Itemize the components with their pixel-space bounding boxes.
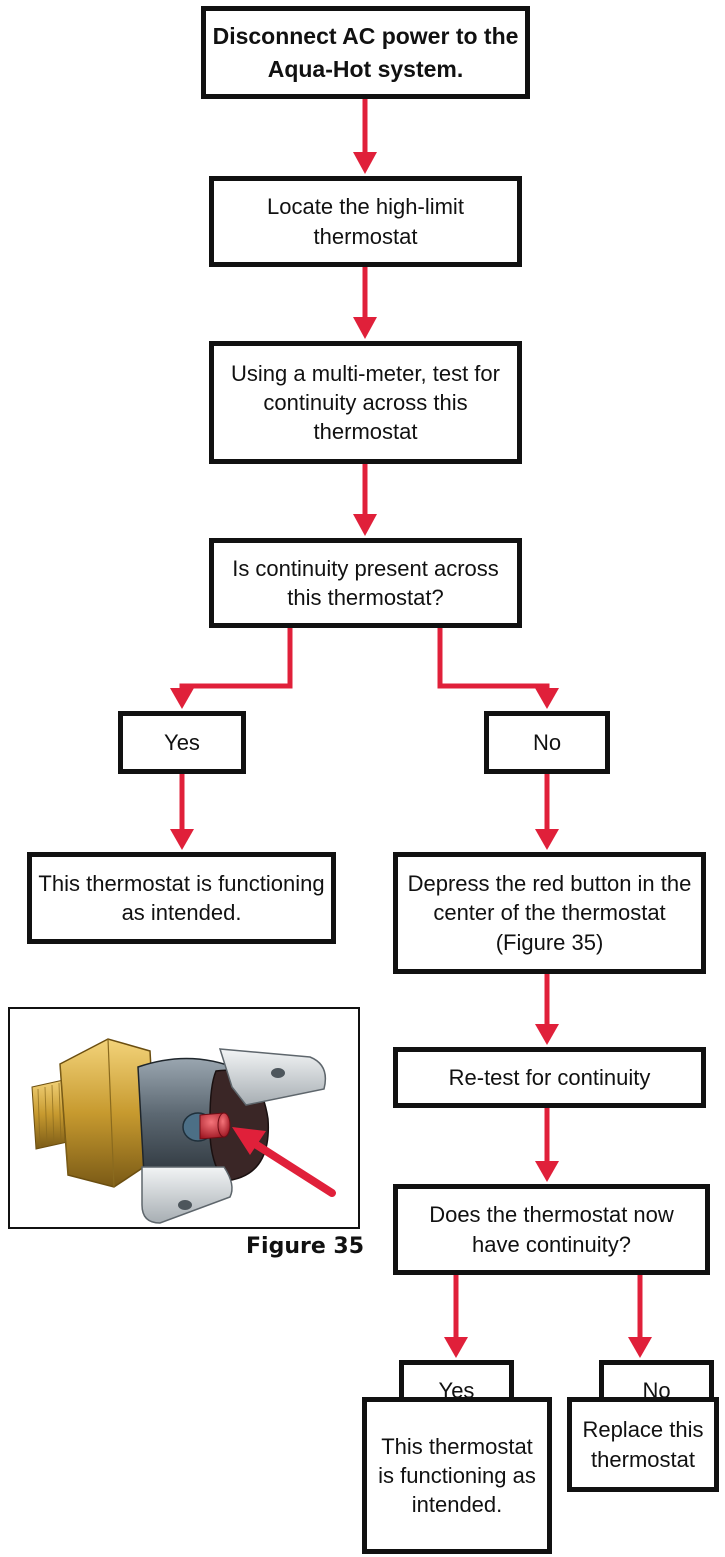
thermostat-photo-icon [31, 1038, 336, 1224]
decision-continuity-present: Is continuity present across this thermo… [209, 538, 522, 628]
figure-caption: Figure 35 [246, 1234, 365, 1259]
arrowhead-retest [535, 1024, 559, 1045]
arrow-question1-to-yes [179, 628, 293, 697]
step-depress-red-button: Depress the red button in the center of … [393, 852, 706, 974]
result-functioning-1: This thermostat is functioning as intend… [27, 852, 336, 944]
step-test-continuity: Using a multi-meter, test for continuity… [209, 341, 522, 464]
step-depress-red-button-label: Depress the red button in the center of … [407, 871, 692, 955]
arrow-question1-to-no [437, 628, 550, 697]
result-functioning-1-label: This thermostat is functioning as intend… [38, 870, 325, 925]
result-replace-thermostat: Replace this thermostat [567, 1397, 719, 1492]
thread-lines [37, 1082, 62, 1148]
arrowhead-yes [170, 688, 194, 709]
step-retest-continuity: Re-test for continuity [393, 1047, 706, 1108]
result-functioning-2-label: This thermostat is functioning as intend… [378, 1433, 536, 1518]
pointer-arrow [248, 1138, 336, 1197]
step-disconnect-power: Disconnect AC power to the Aqua-Hot syst… [201, 6, 530, 99]
arrowhead-depress [535, 829, 559, 850]
arrowhead-step3 [353, 317, 377, 339]
result-replace-thermostat-label: Replace this thermostat [582, 1417, 704, 1472]
answer-no-1: No [484, 711, 610, 774]
step-retest-continuity-label: Re-test for continuity [448, 1064, 651, 1090]
step-locate-thermostat-label: Locate the high-limit thermostat [267, 194, 464, 249]
step-test-continuity-label: Using a multi-meter, test for continuity… [231, 360, 500, 445]
result-functioning-2: This thermostat is functioning as intend… [362, 1397, 552, 1554]
arrowhead-yes2 [444, 1337, 468, 1358]
answer-no-1-label: No [532, 729, 562, 755]
arrowhead-no [535, 688, 559, 709]
terminal-tab-upper [218, 1048, 327, 1106]
decision-continuity-now: Does the thermostat now have continuity? [393, 1184, 710, 1275]
answer-yes-1: Yes [118, 711, 246, 774]
step-disconnect-power-label: Disconnect AC power to the Aqua-Hot syst… [212, 23, 519, 82]
arrowhead-yes-result [170, 829, 194, 850]
answer-yes-1-label: Yes [164, 729, 200, 755]
figure-35-frame [8, 1007, 360, 1229]
decision-continuity-now-label: Does the thermostat now have continuity? [429, 1202, 674, 1257]
terminal-tab-lower [141, 1166, 233, 1224]
arrowhead-no2 [628, 1337, 652, 1358]
decision-continuity-present-label: Is continuity present across this thermo… [232, 555, 499, 610]
step-locate-thermostat: Locate the high-limit thermostat [209, 176, 522, 267]
pointer-arrowhead [232, 1127, 266, 1155]
arrowhead-question2 [535, 1161, 559, 1182]
arrowhead-step2 [353, 152, 377, 174]
arrowhead-question1 [353, 514, 377, 536]
